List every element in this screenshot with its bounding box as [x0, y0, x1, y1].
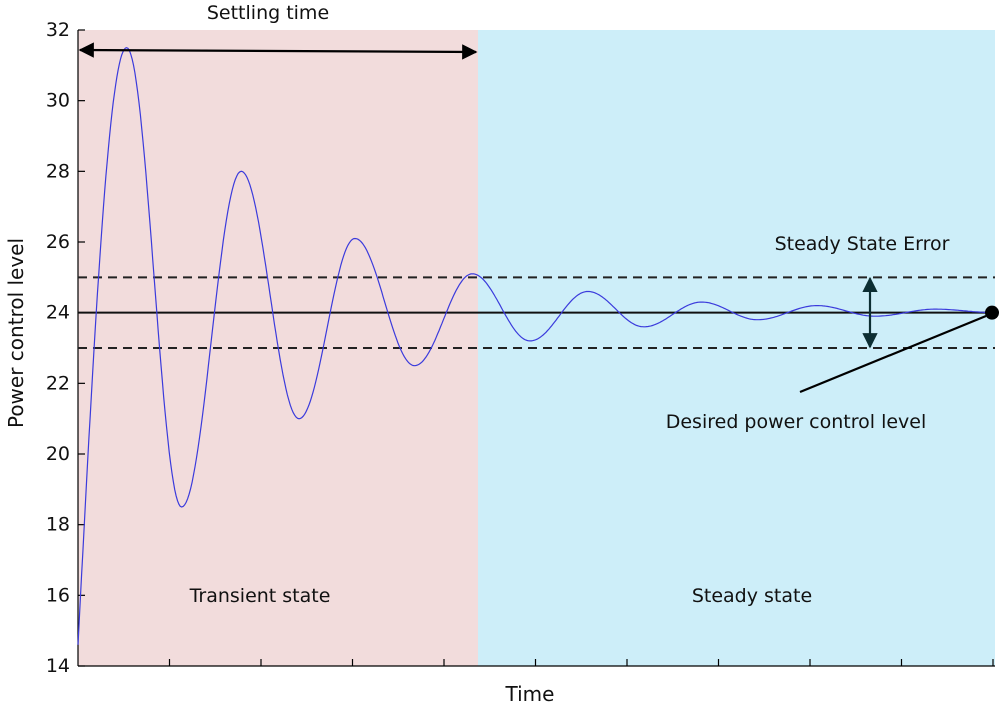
x-axis-label: Time: [505, 682, 555, 704]
desired-level-label: Desired power control level: [666, 411, 927, 433]
steady-region: [478, 30, 995, 666]
y-tick-label: 28: [46, 160, 70, 182]
settling-time-label: Settling time: [207, 2, 329, 24]
y-tick-label: 30: [46, 90, 70, 112]
y-tick-label: 20: [46, 443, 70, 465]
y-tick-label: 26: [46, 231, 70, 253]
y-ticks: 14 16 18 20 22 24 26 28 30 32: [46, 19, 85, 677]
y-tick-label: 22: [46, 372, 70, 394]
steady-state-error-label: Steady State Error: [775, 233, 950, 255]
y-tick-label: 24: [46, 302, 70, 324]
y-axis-label: Power control level: [4, 238, 28, 428]
steady-state-label: Steady state: [692, 585, 812, 607]
transient-state-label: Transient state: [189, 585, 331, 607]
y-tick-label: 32: [46, 19, 70, 41]
desired-level-marker: [985, 305, 999, 320]
response-series-line: [77, 47, 995, 645]
y-tick-label: 16: [46, 584, 70, 606]
settling-time-arrow: [78, 42, 478, 60]
y-tick-label: 14: [46, 655, 70, 677]
desired-level-pointer: [799, 314, 987, 394]
x-ticks: [168, 659, 994, 666]
y-tick-label: 18: [46, 514, 70, 536]
